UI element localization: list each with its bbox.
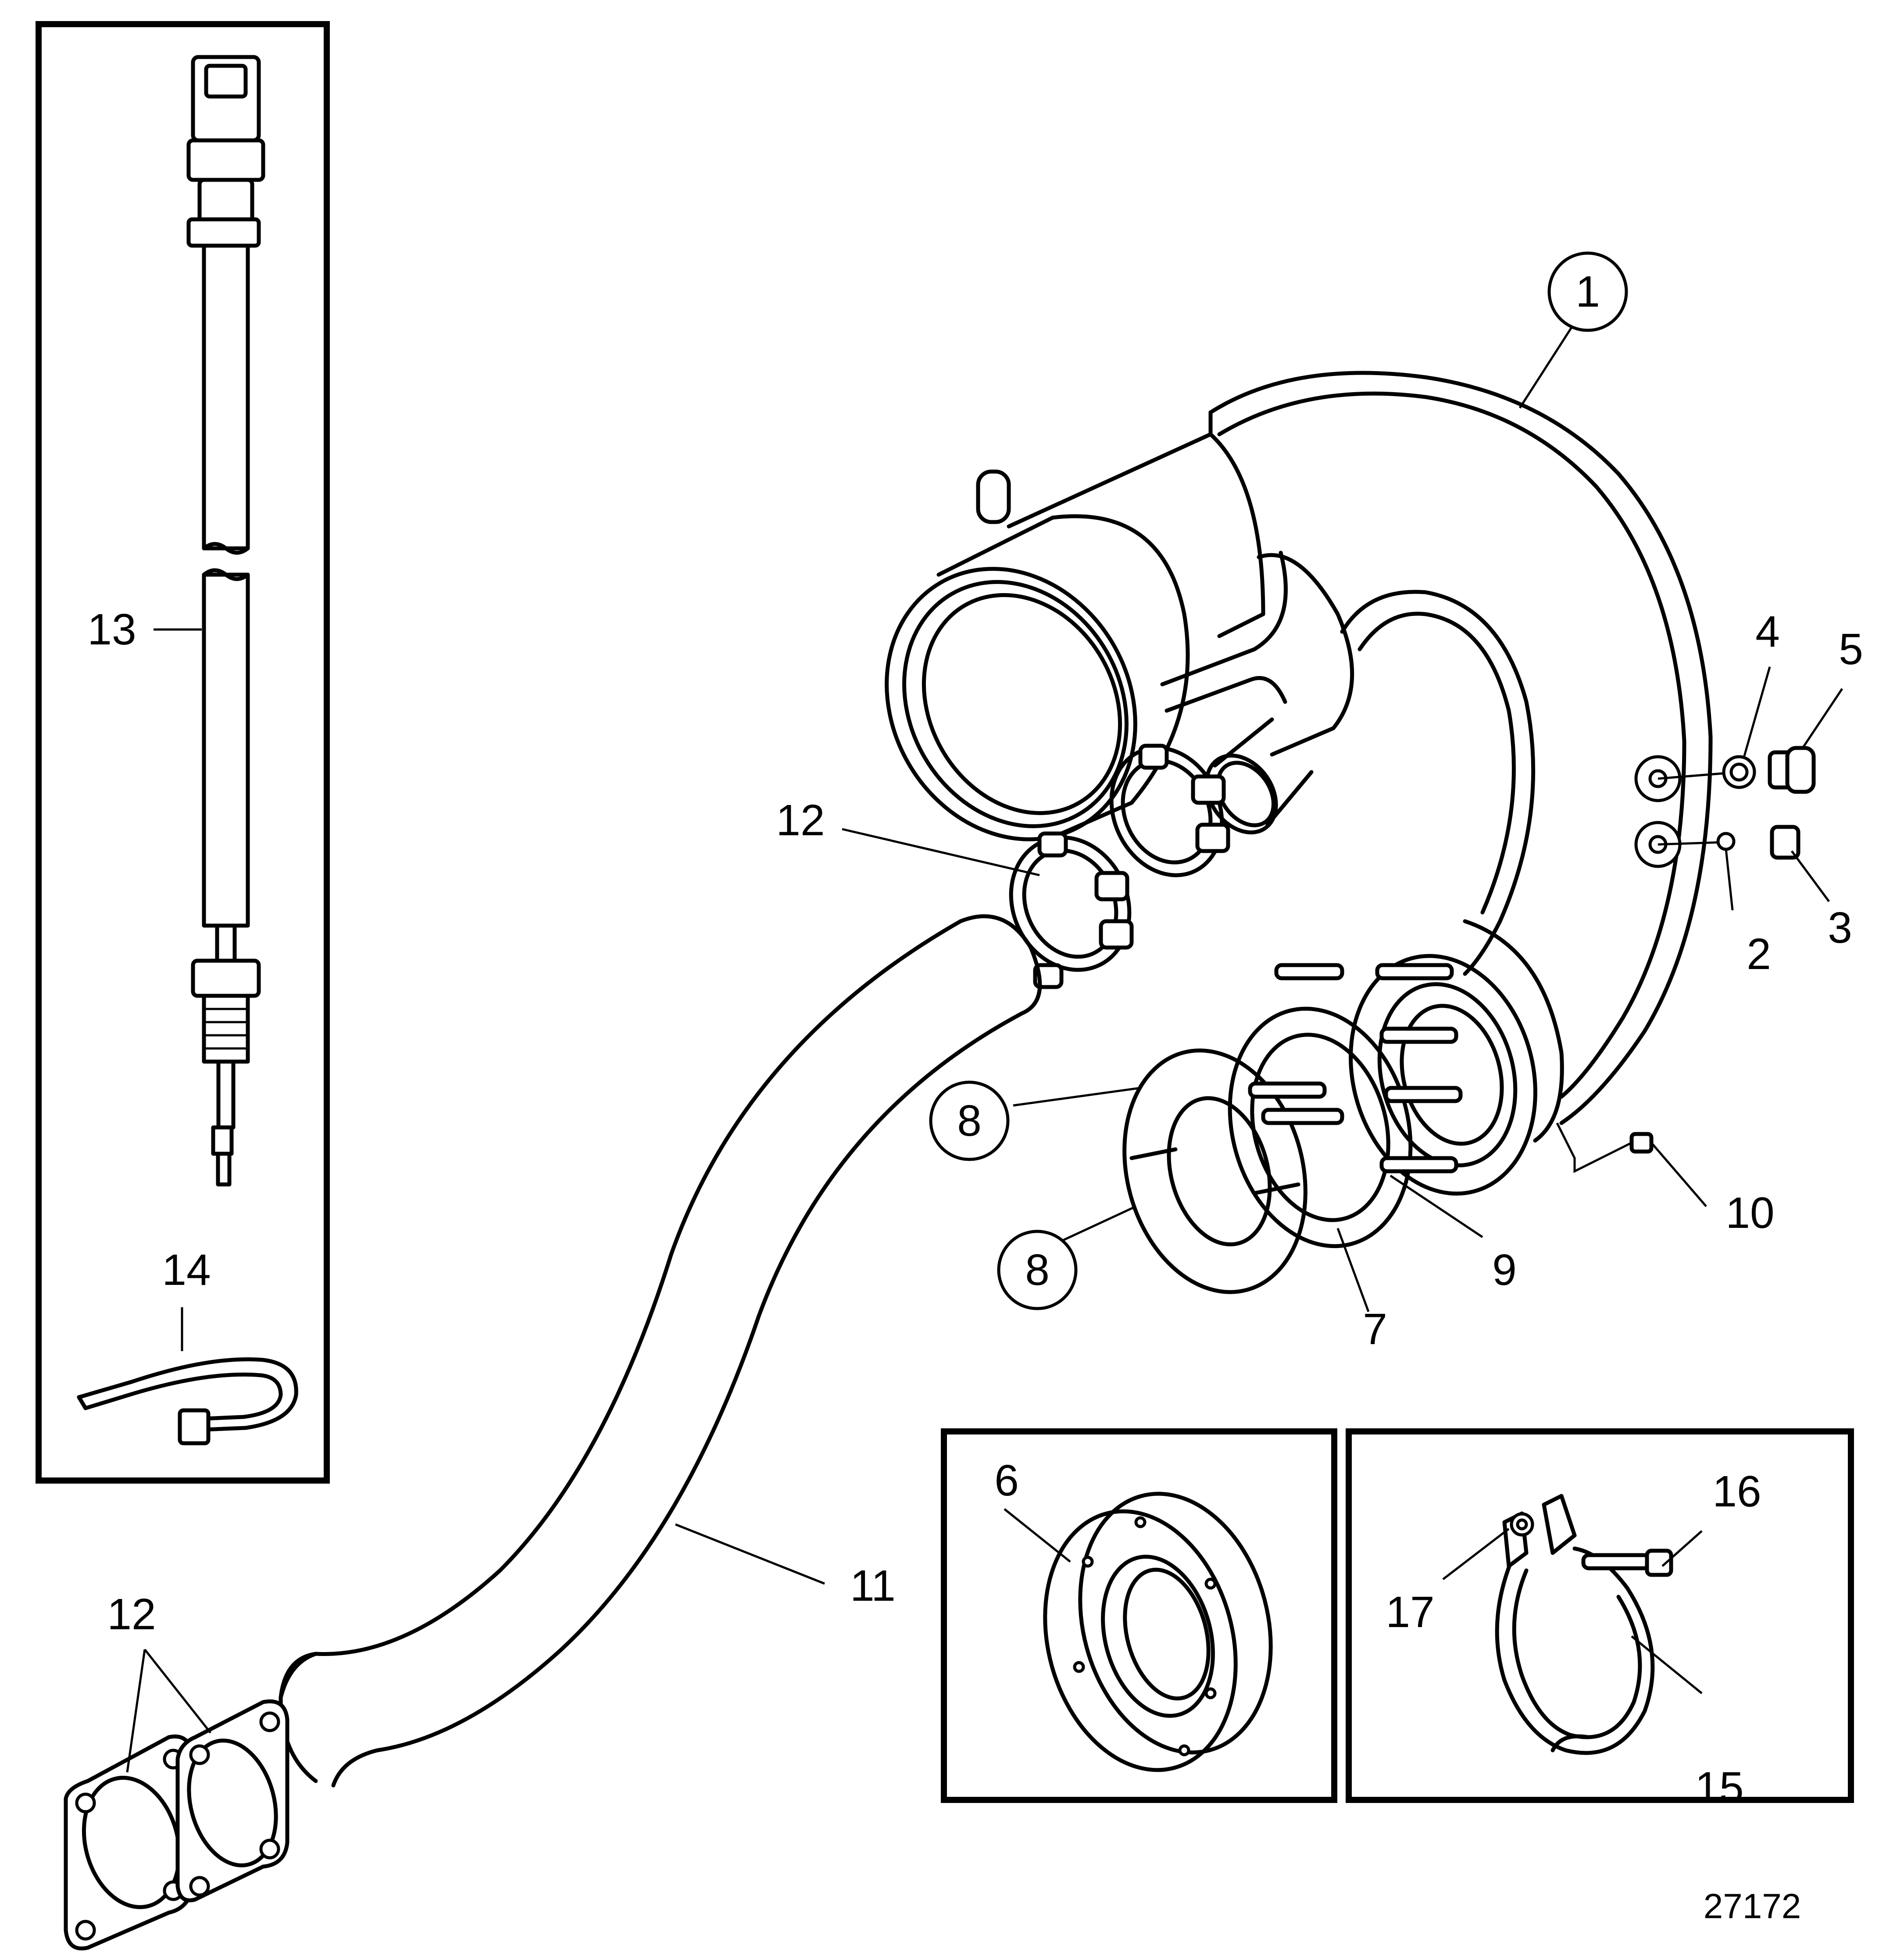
callout-10-label: 10	[1725, 1188, 1774, 1238]
callout-17-label: 17	[1386, 1588, 1434, 1637]
callout-7-label: 7	[1363, 1305, 1387, 1354]
callout-5-label: 5	[1839, 625, 1863, 674]
exhaust-elbow-part	[885, 371, 1713, 1143]
callout-14-label: 14	[162, 1245, 211, 1295]
callout-8b: 8	[997, 1230, 1078, 1310]
lower-flange-gaskets	[64, 1699, 289, 1951]
callout-4-label: 4	[1755, 607, 1780, 656]
callout-16-label: 16	[1712, 1467, 1761, 1516]
callout-15-label: 15	[1695, 1763, 1743, 1812]
callout-12a-label: 12	[776, 796, 825, 845]
callout-8a-label: 8	[957, 1096, 982, 1145]
seal-flange-assembly	[1122, 954, 1654, 1294]
sensor-inset-box	[36, 21, 330, 1484]
plug-washer-parts	[1658, 746, 1816, 860]
callout-3-label: 3	[1828, 903, 1852, 952]
callout-13-label: 13	[87, 605, 136, 654]
v-band-clamp-part	[1495, 1494, 1673, 1755]
callout-12b-label: 12	[107, 1590, 156, 1639]
callout-9-label: 9	[1492, 1245, 1517, 1295]
seal-inset-box	[941, 1428, 1337, 1803]
figure-reference-number: 27172	[1704, 1887, 1801, 1926]
upper-hose-clamps	[1009, 744, 1230, 989]
seal-part	[1043, 1492, 1273, 1772]
cable-tie-part	[77, 1357, 298, 1445]
callout-2-label: 2	[1747, 930, 1771, 979]
callout-1: 1	[1547, 251, 1628, 332]
callout-8a: 8	[929, 1080, 1010, 1161]
exhaust-hose-part	[279, 914, 1042, 1788]
temperature-sensor-part	[186, 55, 265, 1187]
clamp-inset-box	[1346, 1428, 1854, 1803]
callout-1-label: 1	[1575, 267, 1600, 316]
callout-11-label: 11	[850, 1561, 896, 1610]
callout-6-label: 6	[994, 1456, 1019, 1505]
leader-lines	[126, 315, 1843, 1773]
callout-8b-label: 8	[1025, 1245, 1050, 1295]
